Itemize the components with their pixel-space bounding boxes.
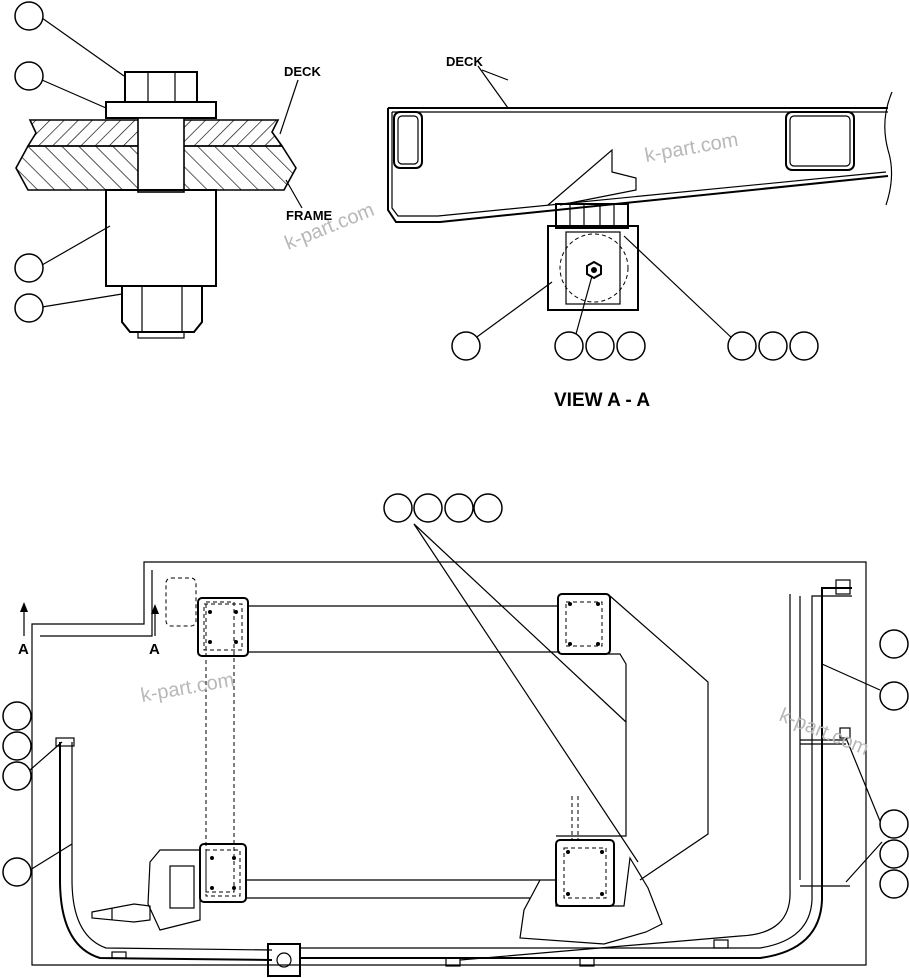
frame-label: FRAME (286, 208, 333, 223)
center-bracket (267, 943, 301, 977)
callout-bubble (451, 331, 481, 361)
callout-bubble (616, 331, 646, 361)
deck-beam (387, 107, 889, 223)
callout-bubble (14, 61, 44, 91)
callout-bubble (2, 701, 32, 731)
callout-bubble (879, 869, 909, 899)
callout-bubble (554, 331, 584, 361)
section-a-left-label: A (18, 641, 29, 658)
callout-bubble (879, 809, 909, 839)
spacer (105, 189, 217, 287)
frame-outline (31, 561, 867, 966)
callout-bubble (444, 493, 474, 523)
callout-bubble (879, 839, 909, 869)
callout-bubble (879, 681, 909, 711)
plan-view: A A (2, 493, 909, 977)
callout-bubble (14, 293, 44, 323)
view-title: VIEW A - A (554, 390, 650, 411)
mount-body (547, 225, 639, 311)
housing-right (519, 856, 663, 945)
callout-bubble (789, 331, 819, 361)
section-a-right-label: A (149, 641, 160, 658)
callout-bubble (2, 761, 32, 791)
mount-bottom-right (555, 839, 615, 907)
callout-bubble (2, 731, 32, 761)
callout-bubble (14, 253, 44, 283)
bolt-shank (137, 117, 185, 193)
callout-bubble (879, 629, 909, 659)
left-mount-assembly (147, 849, 201, 931)
deck-view-label: DECK (446, 54, 483, 69)
callout-bubble (727, 331, 757, 361)
view-a-a: DECK VIEW A - A (387, 54, 893, 411)
callout-bubble (473, 493, 503, 523)
left-rail (59, 742, 273, 961)
watermark: k-part.com (643, 129, 740, 167)
nut (121, 285, 203, 333)
watermark: k-part.com (139, 669, 236, 707)
washer (105, 101, 217, 119)
deck-label: DECK (284, 64, 321, 79)
bolt-detail: DECK FRAME (14, 1, 333, 339)
callout-bubble (413, 493, 443, 523)
callout-bubble (383, 493, 413, 523)
callout-bubble (14, 1, 44, 31)
mount-top-left (197, 597, 249, 657)
mount-bracket (547, 148, 637, 206)
bracket-block (555, 203, 629, 229)
mount-bottom-left (199, 843, 247, 903)
callout-bubble (585, 331, 615, 361)
bolt-head (124, 71, 198, 103)
callout-bubble (2, 857, 32, 887)
callout-bubble (758, 331, 788, 361)
right-rail (300, 587, 852, 959)
